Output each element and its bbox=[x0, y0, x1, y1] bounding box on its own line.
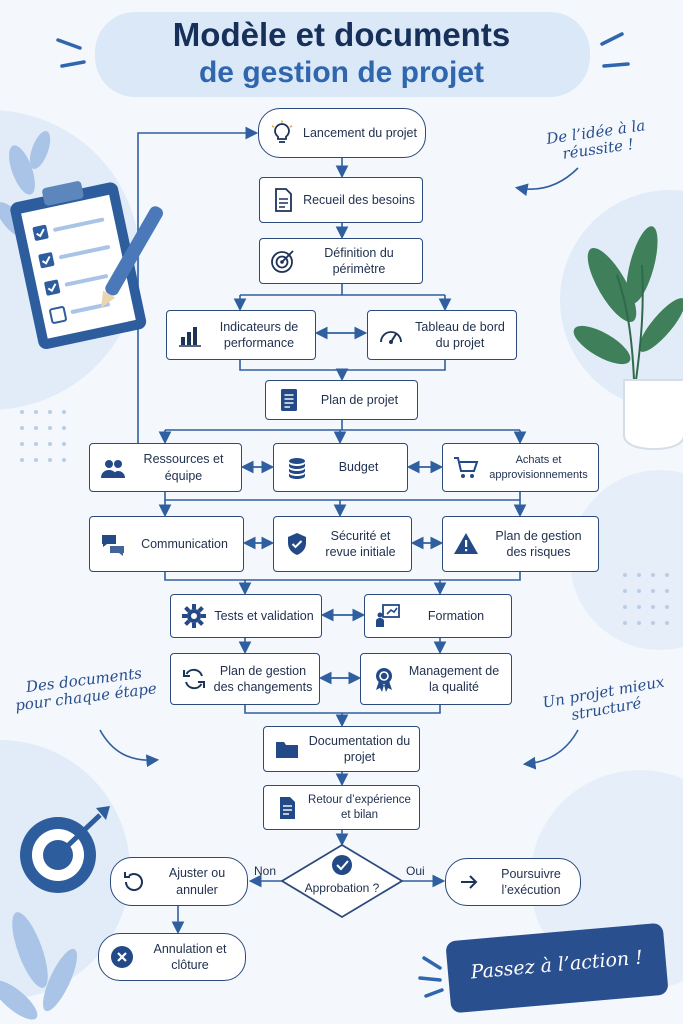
step-retour[interactable]: Retour d’expérience et bilan bbox=[263, 785, 420, 830]
step-definition[interactable]: Définition du périmètre bbox=[259, 238, 423, 284]
decision-no-label: Non bbox=[254, 864, 277, 878]
step-recueil-label: Recueil des besoins bbox=[303, 192, 415, 207]
step-tableau[interactable]: Tableau de bord du projet bbox=[367, 310, 517, 360]
call-to-action-text: Passez à l’action ! bbox=[469, 946, 644, 984]
lightbulb-icon bbox=[271, 120, 293, 143]
step-documentation-label: Documentation du projet bbox=[308, 733, 411, 764]
page-title: Modèle et documents bbox=[172, 16, 511, 53]
step-changements-label: Plan de gestion des changements bbox=[213, 663, 313, 694]
target-illustration bbox=[0, 806, 110, 1020]
step-plan[interactable]: Plan de projet bbox=[265, 380, 418, 420]
step-communication[interactable]: Communication bbox=[89, 516, 244, 572]
step-budget-label: Budget bbox=[338, 460, 379, 475]
step-risques[interactable]: Plan de gestion des risques bbox=[442, 516, 599, 572]
decision-yes-label: Oui bbox=[406, 864, 425, 878]
list-document-icon bbox=[281, 389, 297, 411]
report-icon bbox=[280, 796, 295, 819]
step-budget[interactable]: Budget bbox=[273, 443, 408, 492]
step-tests[interactable]: Tests et validation bbox=[170, 594, 322, 638]
step-formation[interactable]: Formation bbox=[364, 594, 512, 638]
step-recueil[interactable]: Recueil des besoins bbox=[259, 177, 423, 223]
title-band bbox=[95, 12, 590, 97]
page-subtitle: de gestion de projet bbox=[198, 56, 485, 89]
step-ajuster[interactable]: Ajuster ou annuler bbox=[110, 857, 248, 906]
arrow-right-icon bbox=[461, 875, 478, 889]
step-tests-label: Tests et validation bbox=[214, 608, 314, 623]
step-tableau-label: Tableau de bord du projet bbox=[415, 319, 505, 350]
step-annulation-label: Annulation et clôture bbox=[153, 941, 227, 972]
step-annulation[interactable]: Annulation et clôture bbox=[98, 933, 246, 981]
step-achats-label: Achats et approvisionnements bbox=[489, 454, 588, 481]
shield-icon bbox=[288, 533, 306, 555]
decision-label: Approbation ? bbox=[304, 881, 380, 895]
step-securite-label: Sécurité et revue initiale bbox=[325, 528, 396, 559]
clipboard-illustration bbox=[0, 131, 163, 350]
step-poursuivre[interactable]: Poursuivre l’exécution bbox=[445, 858, 581, 906]
coins-icon bbox=[289, 457, 305, 479]
undo-icon bbox=[124, 871, 143, 891]
step-risques-label: Plan de gestion des risques bbox=[495, 528, 582, 559]
step-qualite[interactable]: Management de la qualité bbox=[360, 653, 512, 705]
step-securite[interactable]: Sécurité et revue initiale bbox=[273, 516, 412, 572]
cart-icon bbox=[454, 456, 479, 478]
step-indicateurs[interactable]: Indicateurs de performance bbox=[166, 310, 316, 360]
step-documentation[interactable]: Documentation du projet bbox=[263, 726, 420, 772]
document-icon bbox=[275, 188, 292, 212]
step-qualite-label: Management de la qualité bbox=[408, 663, 500, 694]
step-ressources-label: Ressources et équipe bbox=[143, 452, 224, 483]
step-retour-label: Retour d’expérience et bilan bbox=[308, 793, 411, 821]
step-lancement-label: Lancement du projet bbox=[303, 125, 417, 140]
bar-chart-icon bbox=[179, 327, 201, 347]
step-ajuster-label: Ajuster ou annuler bbox=[168, 866, 226, 897]
gauge-icon bbox=[380, 331, 402, 344]
step-formation-label: Formation bbox=[427, 608, 485, 623]
step-indicateurs-label: Indicateurs de performance bbox=[219, 319, 299, 350]
chat-bubbles-icon bbox=[102, 535, 124, 556]
step-communication-label: Communication bbox=[141, 536, 228, 551]
award-icon bbox=[376, 668, 392, 692]
step-definition-label: Définition du périmètre bbox=[324, 245, 394, 276]
warning-icon bbox=[454, 533, 478, 554]
presentation-icon bbox=[376, 604, 400, 627]
step-ressources[interactable]: Ressources et équipe bbox=[89, 443, 242, 492]
plant-illustration bbox=[573, 226, 683, 450]
target-icon bbox=[271, 250, 294, 273]
step-lancement[interactable]: Lancement du projet bbox=[258, 108, 426, 158]
gear-icon bbox=[182, 604, 206, 628]
refresh-icon bbox=[183, 668, 205, 690]
team-icon bbox=[101, 459, 125, 478]
step-achats[interactable]: Achats et approvisionnements bbox=[442, 443, 599, 492]
folder-icon bbox=[276, 742, 298, 758]
step-poursuivre-label: Poursuivre l’exécution bbox=[501, 866, 561, 897]
step-changements[interactable]: Plan de gestion des changements bbox=[170, 653, 320, 705]
step-plan-label: Plan de projet bbox=[320, 392, 399, 407]
cancel-icon bbox=[111, 946, 133, 968]
